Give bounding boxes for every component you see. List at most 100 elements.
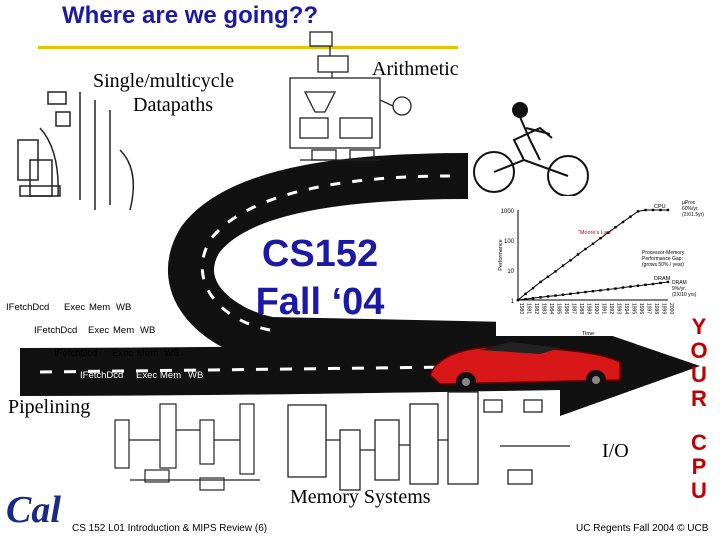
pipelining-diagram [114,403,260,491]
you-letter-o: O [690,338,708,363]
arithmetic-label: Arithmetic [372,58,459,80]
data-point [531,286,535,290]
you-letter-y: Y [691,314,707,339]
data-point [629,285,632,288]
x-tick-label: 1989 [586,303,592,314]
y-axis-label: Performance [498,239,504,271]
series-label: CPU [654,204,666,210]
x-tick-label: 1988 [578,303,584,314]
data-point [561,264,565,267]
cal-logo: Cal [6,489,61,531]
x-tick-label: 1997 [646,303,652,314]
data-point [584,247,587,251]
x-tick-label: 1999 [661,303,667,314]
data-point [539,280,542,284]
svg-text:Cal: Cal [6,489,61,531]
x-tick-label: 1984 [548,303,554,314]
data-point [591,242,595,245]
you-letter-u: U [691,362,707,387]
data-point [636,210,640,213]
cpu-letter-p: P [691,454,707,479]
sports-car-illustration [429,342,621,392]
datapath-diagram [289,31,412,161]
x-tick-label: 1998 [653,303,659,314]
x-tick-label: 1994 [623,303,629,314]
data-point [554,294,557,297]
data-point [599,236,602,240]
slide-title: Where are we going?? [62,2,319,29]
data-point [554,270,557,273]
data-point [666,280,670,284]
data-point [606,231,610,234]
footer-left: CS 152 L01 Introduction & MIPS Review (6… [72,523,268,534]
x-tick-label: 1983 [541,303,547,314]
data-point [614,287,617,290]
x-tick-label: 1980 [518,303,524,314]
data-point [651,282,655,286]
data-point [576,291,580,295]
memory-systems-diagram [287,391,479,491]
x-tick-label: 2000 [668,303,674,314]
data-point [584,290,587,294]
data-point [614,226,617,229]
multicycle-sketch [17,91,135,211]
pipelining-label: Pipelining [8,396,91,418]
y-tick-label: 1 [511,299,515,305]
data-point [531,296,535,300]
course-title-line1: CS152 [261,233,379,275]
data-point [644,208,647,212]
series-label: DRAM [654,276,671,282]
io-diagram [483,399,570,485]
x-tick-label: 1985 [556,303,562,314]
x-tick-label: 1982 [533,303,539,314]
data-point [546,295,550,298]
x-tick-label: 1990 [593,303,599,314]
x-tick-label: 1995 [631,303,637,314]
x-tick-label: 1981 [526,303,532,314]
road-arrow-head [560,318,700,416]
x-tick-label: 1986 [563,303,569,314]
data-point [651,208,655,212]
data-point [569,292,572,296]
y-tick-label: 1000 [501,209,515,215]
annotation-moores-law: “Moore's Law” [578,230,613,236]
course-title: CS152 Fall ‘04 [255,230,385,326]
cyclist-illustration [473,102,589,197]
data-point [546,275,550,278]
data-point [621,286,625,289]
data-point [576,253,580,256]
x-tick-label: 1991 [601,303,607,314]
data-point [659,281,662,285]
you-letter-r: R [691,386,707,411]
data-point [524,292,527,296]
y-tick-label: 100 [504,239,515,245]
y-tick-label: 10 [507,269,514,275]
data-point [599,289,602,292]
x-tick-label: 1996 [638,303,644,314]
course-title-line2: Fall ‘04 [255,281,385,323]
data-point [516,298,520,302]
x-axis-label: Time [582,331,594,336]
data-point [561,293,565,296]
cpu-letter-c: C [691,430,707,455]
data-point [629,215,632,218]
datapaths-label-line2: Datapaths [133,94,213,116]
data-point [659,208,662,212]
x-tick-label: 1987 [571,303,577,314]
data-point [644,283,647,287]
data-point [569,259,572,262]
data-point [524,297,527,301]
x-tick-label: 1992 [608,303,614,314]
data-point [591,289,595,293]
data-point [606,288,610,291]
footer-right: UC Regents Fall 2004 © UCB [576,523,709,534]
title-underline [38,46,458,49]
cpu-letter-u: U [691,478,707,503]
data-point [621,220,625,224]
datapaths-label-line1: Single/multicycle [93,70,235,92]
